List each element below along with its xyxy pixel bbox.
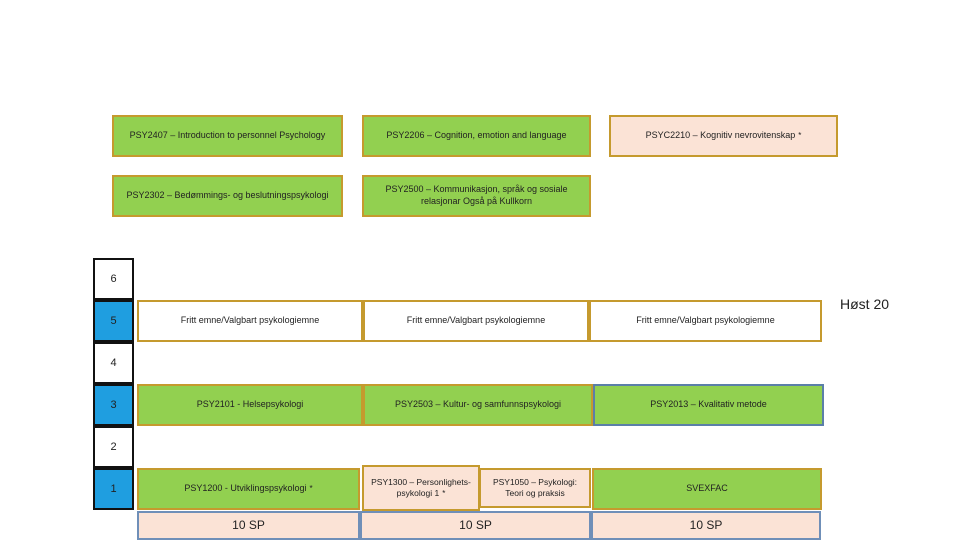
course-elective-1: Fritt emne/Valgbart psykologiemne — [137, 300, 363, 342]
course-label: PSY1300 – Personlighets-psykologi 1* — [371, 476, 471, 498]
course-label: PSYC2210 – Kognitiv nevrovitenskap — [645, 130, 796, 141]
credits-label: 10 SP — [232, 517, 265, 532]
semester-1: 1 — [93, 468, 134, 510]
credits-label: 10 SP — [459, 517, 492, 532]
course-label: PSY2407 – Introduction to personnel Psyc… — [129, 130, 326, 141]
semester-2: 2 — [93, 426, 134, 468]
course-psy2206: PSY2206 – Cognition, emotion and languag… — [362, 115, 591, 157]
course-label: PSY1200 - Utviklingspsykologi — [184, 483, 307, 494]
course-label: PSY2503 – Kultur- og samfunnspsykologi — [394, 399, 562, 410]
course-psy2503: PSY2503 – Kultur- og samfunnspsykologi — [363, 384, 593, 426]
semester-4: 4 — [93, 342, 134, 384]
credits-label: 10 SP — [689, 517, 723, 532]
course-svexfac: SVEXFAC — [592, 468, 822, 510]
course-label: PSY2013 – Kvalitativ metode — [650, 399, 767, 410]
course-psy2302: PSY2302 – Bedømmings- og beslutningspsyk… — [112, 175, 343, 217]
course-psyc2210: PSYC2210 – Kognitiv nevrovitenskap* — [609, 115, 838, 157]
semester-number: 6 — [110, 273, 117, 285]
credits-col-2: 10 SP — [360, 511, 591, 540]
course-elective-3: Fritt emne/Valgbart psykologiemne — [589, 300, 822, 342]
credits-col-1: 10 SP — [137, 511, 360, 540]
course-label: PSY2500 – Kommunikasjon, språk og sosial… — [385, 184, 568, 206]
course-psy1200: PSY1200 - Utviklingspsykologi* — [137, 468, 360, 510]
course-elective-2: Fritt emne/Valgbart psykologiemne — [363, 300, 589, 342]
course-label: Fritt emne/Valgbart psykologiemne — [636, 315, 775, 326]
course-label: PSY2101 - Helsepsykologi — [196, 399, 304, 410]
course-psy2500: PSY2500 – Kommunikasjon, språk og sosial… — [362, 175, 591, 217]
semester-5: 5 — [93, 300, 134, 342]
semester-number: 4 — [110, 357, 117, 369]
course-label: SVEXFAC — [686, 483, 728, 494]
asterisk-mark: * — [309, 483, 313, 493]
course-psy2407: PSY2407 – Introduction to personnel Psyc… — [112, 115, 343, 157]
asterisk-mark: * — [798, 130, 802, 140]
course-psy1300: PSY1300 – Personlighets-psykologi 1* — [362, 465, 480, 511]
semester-3: 3 — [93, 384, 134, 426]
course-psy2013: PSY2013 – Kvalitativ metode — [593, 384, 824, 426]
semester-number: 1 — [110, 483, 117, 495]
course-label: PSY1050 – Psykologi: Teori og praksis — [492, 476, 578, 498]
credits-col-3: 10 SP — [591, 511, 821, 540]
semester-number: 5 — [110, 315, 117, 327]
course-label: Fritt emne/Valgbart psykologiemne — [406, 315, 546, 326]
season-label: Høst 20 — [840, 296, 890, 312]
semester-number: 2 — [110, 441, 117, 453]
asterisk-mark: * — [442, 488, 446, 498]
course-psy2101: PSY2101 - Helsepsykologi — [137, 384, 363, 426]
course-label: Fritt emne/Valgbart psykologiemne — [180, 315, 320, 326]
semester-6: 6 — [93, 258, 134, 300]
course-label: PSY2206 – Cognition, emotion and languag… — [386, 130, 567, 141]
semester-number: 3 — [110, 399, 117, 411]
course-label: PSY2302 – Bedømmings- og beslutningspsyk… — [126, 190, 329, 201]
course-psy1050: PSY1050 – Psykologi: Teori og praksis — [479, 468, 591, 508]
